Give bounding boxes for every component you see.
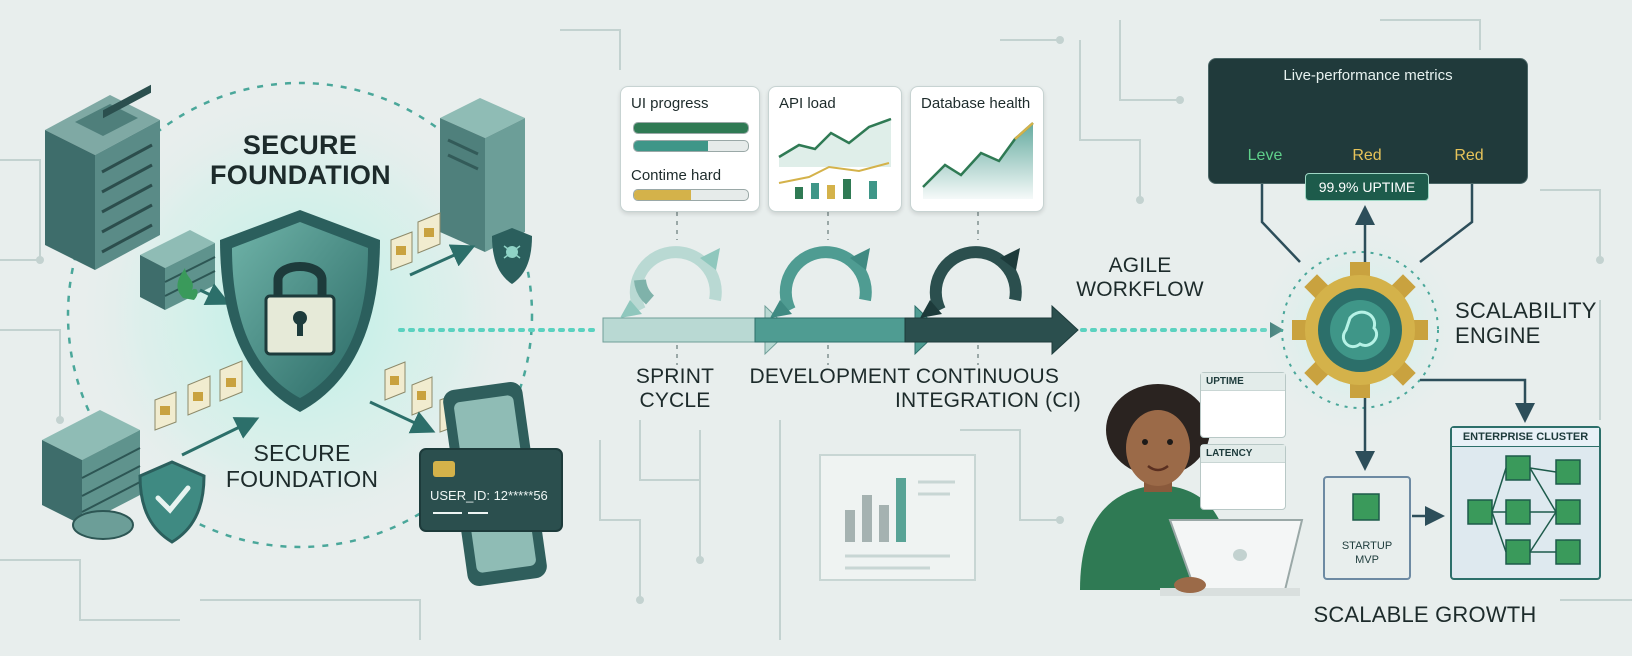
check-shield-icon	[138, 460, 206, 544]
person-with-laptop-icon	[1080, 384, 1304, 596]
startup-mvp-box: STARTUP MVP	[1323, 476, 1411, 580]
payment-card-icon	[419, 448, 563, 532]
api-load-title: API load	[779, 95, 836, 112]
scalable-growth-label: SCALABLE GROWTH	[1313, 602, 1537, 627]
gauge-1-label: Leve	[1247, 147, 1283, 164]
security-orbit	[66, 81, 534, 549]
secure-foundation-subtitle: SECURE FOUNDATION	[225, 440, 379, 492]
database-health-title: Database health	[921, 95, 1031, 112]
contime-hard-title: Contime hard	[631, 167, 722, 184]
ui-progress-card: UI progress Contime hard	[620, 86, 760, 212]
mvp-node-icon	[1352, 493, 1380, 521]
live-performance-metrics-panel: Live-performance metrics Leve Red Red	[1208, 58, 1528, 184]
metrics-title: Live-performance metrics	[1283, 67, 1453, 84]
uptime-mini-card: UPTIME	[1200, 372, 1286, 438]
report-document-icon	[819, 454, 976, 581]
brick-wall-icon	[42, 410, 141, 525]
bug-shield-icon	[492, 228, 532, 284]
development-label: DEVELOPMENT	[749, 365, 911, 388]
database-health-chart	[922, 122, 1034, 199]
shield-padlock-icon	[220, 210, 380, 412]
firewall-icon	[140, 230, 216, 310]
user-id-text: USER_ID: 12*****56	[430, 488, 548, 503]
server-tower-icon	[440, 98, 525, 252]
gauge-3-label: Red	[1454, 147, 1484, 164]
contime-hard-bar	[633, 189, 749, 201]
gauge-2-label: Red	[1352, 147, 1382, 164]
sprint-cycle-label: SPRINT CYCLE	[635, 365, 715, 412]
database-health-card: Database health	[910, 86, 1044, 212]
continuous-integration-label: CONTINUOUS INTEGRATION (CI)	[895, 365, 1081, 412]
uptime-badge: 99.9% UPTIME	[1305, 173, 1429, 201]
ui-progress-bar-1	[633, 122, 749, 134]
scalability-engine-label: SCALABILITY ENGINE	[1455, 298, 1597, 348]
base-puck-icon	[72, 510, 134, 540]
ci-loop-icon	[929, 246, 1022, 313]
ui-progress-bar-2	[633, 140, 749, 152]
locked-files-icon	[390, 212, 441, 271]
api-load-chart	[778, 117, 892, 199]
agile-workflow-label: AGILE WORKFLOW	[1076, 254, 1204, 301]
latency-mini-card: LATENCY	[1200, 444, 1286, 510]
circuit-background	[0, 19, 1632, 640]
server-rack-icon	[45, 84, 160, 270]
card-connectors	[676, 212, 979, 365]
startup-mvp-label: STARTUP MVP	[1341, 540, 1393, 566]
locked-files-lower-icon	[154, 360, 243, 431]
scalability-gear-icon	[1292, 262, 1428, 398]
engine-metric-connectors	[1260, 182, 1535, 526]
secure-foundation-title: SECURE FOUNDATION	[210, 130, 391, 191]
latency-mini-title: LATENCY	[1201, 445, 1285, 463]
sprint-cycle-loop-icon	[629, 246, 722, 313]
ui-progress-title: UI progress	[631, 95, 709, 112]
enterprise-cluster-box: ENTERPRISE CLUSTER	[1450, 426, 1601, 580]
development-loop-icon	[779, 246, 872, 313]
agile-process-arrow	[602, 304, 1079, 356]
api-load-card: API load	[768, 86, 902, 212]
enterprise-cluster-title: ENTERPRISE CLUSTER	[1452, 428, 1599, 447]
uptime-mini-title: UPTIME	[1201, 373, 1285, 391]
